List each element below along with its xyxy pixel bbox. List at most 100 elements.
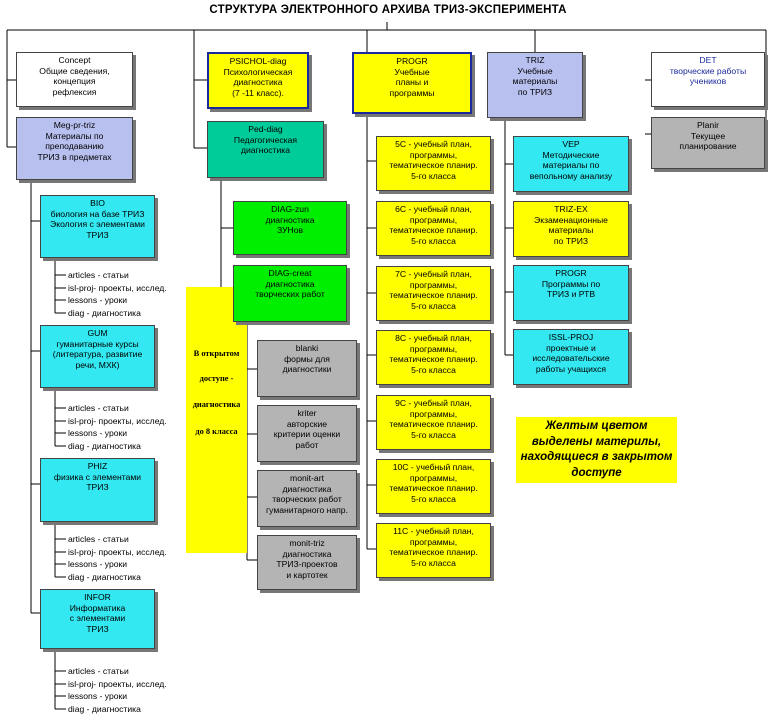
- node-line: по ТРИЗ: [517, 86, 553, 97]
- node-line: 5-го класса: [411, 557, 456, 568]
- node-code: PSICHOL-diag: [229, 56, 287, 66]
- node-grade-6c[interactable]: 6С - учебный план, программы, тематическ…: [376, 201, 491, 256]
- item-articles[interactable]: articles - статьи: [68, 403, 129, 413]
- node-line: тематическое планир.: [389, 290, 478, 301]
- node-line: Учебные: [517, 65, 553, 76]
- node-line: Текущее: [690, 130, 726, 141]
- item-articles[interactable]: articles - статьи: [68, 270, 129, 280]
- item-diag[interactable]: diag - диагностика: [68, 440, 141, 451]
- node-planir[interactable]: Planir Текущее планирование: [651, 117, 765, 169]
- node-grade-9c[interactable]: 9С - учебный план, программы, тематическ…: [376, 395, 491, 450]
- node-ped-diag[interactable]: Ped-diag Педагогическая диагностика: [207, 121, 324, 178]
- node-line: материалы: [548, 225, 594, 236]
- node-line: 5-го класса: [411, 170, 456, 181]
- node-line: работы учащихся: [535, 363, 607, 374]
- legend-line: Желтым цветом: [545, 420, 648, 432]
- item-articles[interactable]: articles - статьи: [68, 666, 129, 676]
- node-line: программы,: [409, 408, 458, 419]
- node-line: авторские: [286, 418, 328, 429]
- legend-line: выделены материлы,: [531, 435, 662, 448]
- node-line: преподаванию: [45, 141, 104, 152]
- node-line: ТРИЗ: [86, 623, 109, 634]
- item-isl-proj[interactable]: isl-proj- проекты, исслед.: [68, 415, 167, 426]
- item-lessons[interactable]: lessons - уроки: [68, 428, 128, 439]
- item-isl-proj[interactable]: isl-proj- проекты, исслед.: [68, 678, 167, 689]
- node-grade-8c[interactable]: 8С - учебный план, программы, тематическ…: [376, 330, 491, 385]
- node-code: 11С - учебный план,: [393, 526, 474, 536]
- node-code: TRIZ-EX: [554, 204, 588, 214]
- item-isl-proj[interactable]: isl-proj- проекты, исслед.: [68, 282, 167, 293]
- node-code: PROGR: [555, 268, 587, 278]
- item-lessons[interactable]: lessons - уроки: [68, 295, 128, 306]
- node-phiz[interactable]: PHIZ физика с элементами ТРИЗ: [40, 458, 155, 522]
- node-gum[interactable]: GUM гуманитарные курсы (литература, разв…: [40, 325, 155, 388]
- node-line: диагностика: [240, 145, 290, 156]
- item-isl-proj[interactable]: isl-proj- проекты, исслед.: [68, 546, 167, 557]
- node-line: биология на базе ТРИЗ: [50, 208, 145, 219]
- node-line: Информатика: [69, 602, 126, 613]
- node-line: Педагогическая: [233, 134, 298, 145]
- node-blanki[interactable]: blanki формы для диагностики: [257, 340, 357, 397]
- node-code: 5С - учебный план,: [395, 139, 472, 149]
- node-line: материалы по: [542, 160, 600, 171]
- node-diag-creat[interactable]: DIAG-creat диагностика творческих работ: [233, 265, 347, 322]
- node-triz-ex[interactable]: TRIZ-EX Экзаменационные материалы по ТРИ…: [513, 201, 629, 257]
- node-line: 5-го класса: [411, 300, 456, 311]
- page-title: СТРУКТУРА ЭЛЕКТРОННОГО АРХИВА ТРИЗ-ЭКСПЕ…: [209, 4, 567, 16]
- node-line: Программы по: [541, 278, 601, 289]
- gum-items: articles - статьи isl-proj- проекты, исс…: [68, 402, 167, 452]
- node-line: тематическое планир.: [389, 483, 478, 494]
- node-grade-5c[interactable]: 5С - учебный план, программы, тематическ…: [376, 136, 491, 191]
- node-line: работ: [295, 439, 319, 450]
- node-psichol-diag[interactable]: PSICHOL-diag Психологическая диагностика…: [207, 52, 309, 109]
- node-line: Общие сведения,: [39, 65, 110, 76]
- node-line: тематическое планир.: [389, 225, 478, 236]
- open-access-label: В открытом доступе - диагностика до 8 кл…: [186, 287, 247, 553]
- node-triz[interactable]: TRIZ Учебные материалы по ТРИЗ: [487, 52, 583, 118]
- node-diag-zun[interactable]: DIAG-zun диагностика ЗУНов: [233, 201, 347, 255]
- node-code: GUM: [87, 328, 108, 338]
- node-line: программы: [389, 87, 435, 98]
- node-line: исследовательские: [532, 353, 610, 364]
- node-progr[interactable]: PROGR Учебные планы и программы: [352, 52, 472, 114]
- node-triz-progr[interactable]: PROGR Программы по ТРИЗ и РТВ: [513, 265, 629, 321]
- node-issl-proj[interactable]: ISSL-PROJ проектные и исследовательские …: [513, 329, 629, 385]
- node-grade-7c[interactable]: 7С - учебный план, программы, тематическ…: [376, 266, 491, 321]
- open-access-line: диагностика: [192, 400, 241, 409]
- item-lessons[interactable]: lessons - уроки: [68, 691, 128, 702]
- node-monit-triz[interactable]: monit-triz диагностика ТРИЗ-проектов и к…: [257, 535, 357, 590]
- node-code: 8С - учебный план,: [395, 333, 472, 343]
- node-line: с элементами: [69, 613, 126, 624]
- node-line: 5-го класса: [411, 429, 456, 440]
- node-kriter[interactable]: kriter авторские критерии оценки работ: [257, 405, 357, 462]
- node-bio[interactable]: BIO биология на базе ТРИЗ Экология с эле…: [40, 195, 155, 258]
- item-lessons[interactable]: lessons - уроки: [68, 559, 128, 570]
- node-code: 9С - учебный план,: [395, 398, 472, 408]
- node-line: планирование: [679, 141, 737, 152]
- node-line: диагностики: [282, 364, 332, 375]
- infor-items: articles - статьи isl-proj- проекты, исс…: [68, 665, 167, 715]
- node-meg-pr-triz[interactable]: Meg-pr-triz Материалы по преподаванию ТР…: [16, 117, 133, 180]
- open-access-line: до 8 класса: [195, 427, 238, 436]
- node-line: диагностика: [282, 548, 332, 559]
- node-line: программы,: [409, 214, 458, 225]
- node-code: BIO: [90, 198, 105, 208]
- node-grade-10c[interactable]: 10С - учебный план, программы, тематичес…: [376, 459, 491, 514]
- node-monit-art[interactable]: monit-art диагностика творческих работ г…: [257, 470, 357, 527]
- node-infor[interactable]: INFOR Информатика с элементами ТРИЗ: [40, 589, 155, 649]
- bio-items: articles - статьи isl-proj- проекты, исс…: [68, 269, 167, 319]
- node-det[interactable]: DET творческие работы учеников: [651, 52, 765, 107]
- node-line: творческих работ: [272, 494, 342, 505]
- item-diag[interactable]: diag - диагностика: [68, 571, 141, 582]
- node-grade-11c[interactable]: 11С - учебный план, программы, тематичес…: [376, 523, 491, 578]
- item-articles[interactable]: articles - статьи: [68, 534, 129, 544]
- node-code: 10С - учебный план,: [392, 462, 475, 472]
- item-diag[interactable]: diag - диагностика: [68, 307, 141, 318]
- node-vep[interactable]: VEP Методические материалы по вепольному…: [513, 136, 629, 192]
- item-diag[interactable]: diag - диагностика: [68, 703, 141, 714]
- node-concept[interactable]: Concept Общие сведения, концепция рефлек…: [16, 52, 133, 107]
- node-line: речи, МХК): [75, 359, 120, 370]
- node-line: концепция: [53, 76, 96, 87]
- node-line: ЗУНов: [276, 225, 304, 236]
